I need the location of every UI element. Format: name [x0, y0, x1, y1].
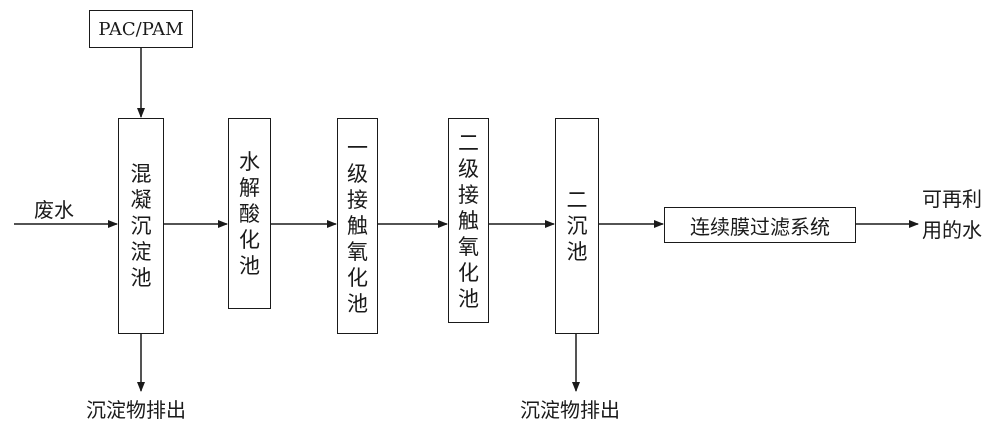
unit-label-char: 二: [566, 188, 588, 212]
outflow-label: 可再利用的水: [922, 184, 992, 246]
unit-label-char: 混: [130, 162, 152, 186]
unit-label-char: 化: [347, 266, 368, 290]
unit-label-coagulation-tank: 混凝沉淀池: [118, 118, 164, 334]
additive-box: PAC/PAM: [89, 10, 193, 48]
unit-box-hydrolysis-tank: [228, 118, 271, 309]
unit-label-char: 池: [458, 286, 479, 311]
unit-label-primary-contact-oxidation-tank: 一级接触氧化池: [337, 118, 378, 334]
unit-label-char: 接: [347, 188, 368, 212]
unit-label-char: 氧: [458, 234, 479, 259]
unit-box-primary-contact-oxidation-tank: [337, 118, 378, 334]
unit-box-secondary-contact-oxidation-tank: [448, 118, 489, 323]
unit-label-char: 池: [347, 292, 368, 316]
unit-label-hydrolysis-tank: 水解酸化池: [228, 118, 271, 309]
unit-box-coagulation-tank: [118, 118, 164, 334]
unit-label-char: 化: [458, 260, 479, 285]
unit-label-char: 水: [239, 149, 260, 174]
unit-label-char: 凝: [130, 188, 152, 212]
sludge-discharge-label-coagulation: 沉淀物排出: [86, 398, 186, 422]
unit-label-char: 解: [239, 175, 260, 200]
unit-label-char: 级: [347, 162, 368, 186]
sludge-discharge-label-secondary: 沉淀物排出: [520, 398, 620, 422]
unit-label-char: 酸: [239, 201, 260, 226]
unit-label-char: 接: [458, 182, 479, 207]
membrane-filtration-box: 连续膜过滤系统: [664, 207, 856, 243]
inflow-label: 废水: [34, 198, 74, 222]
unit-label-char: 沉: [130, 214, 152, 238]
unit-box-secondary-sedimentation-tank: [555, 118, 599, 334]
unit-label-char: 级: [458, 156, 479, 181]
unit-label-char: 触: [347, 214, 368, 238]
unit-label-char: 池: [239, 253, 260, 278]
unit-label-char: 触: [458, 208, 479, 233]
unit-label-char: 一: [347, 136, 368, 160]
unit-label-char: 化: [239, 227, 260, 252]
outflow-label-line: 用的水: [922, 218, 982, 242]
unit-label-char: 氧: [347, 240, 368, 264]
additive-label: PAC/PAM: [98, 18, 184, 40]
membrane-filtration-label: 连续膜过滤系统: [690, 214, 830, 239]
unit-label-char: 池: [566, 240, 588, 264]
unit-label-char: 淀: [130, 240, 152, 264]
unit-label-secondary-contact-oxidation-tank: 二级接触氧化池: [448, 118, 489, 323]
outflow-label-line: 可再利: [922, 187, 982, 211]
unit-label-char: 池: [130, 266, 152, 290]
unit-label-char: 沉: [566, 214, 588, 238]
unit-label-char: 二: [458, 130, 479, 155]
unit-label-secondary-sedimentation-tank: 二沉池: [555, 118, 599, 334]
